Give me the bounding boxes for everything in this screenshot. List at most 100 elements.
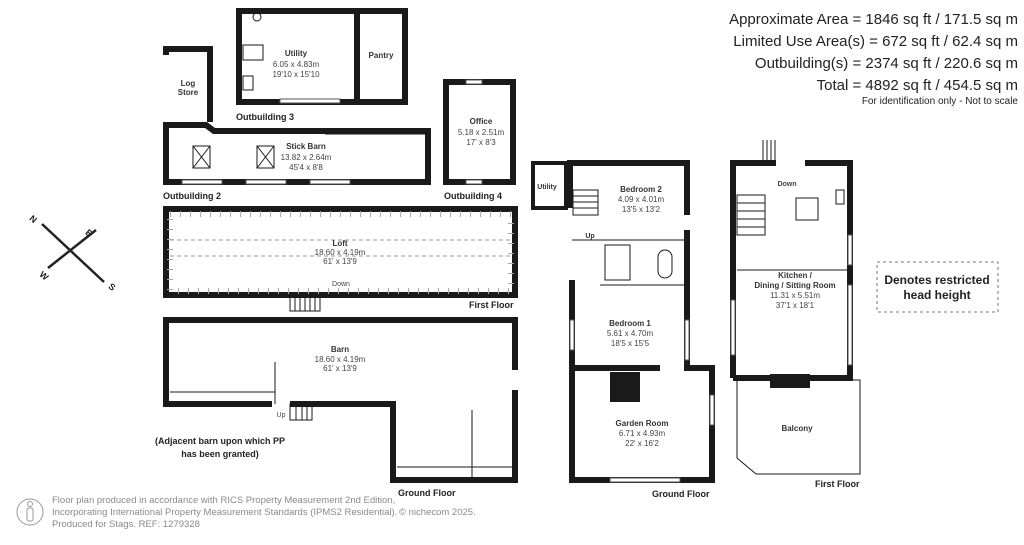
kitchen-down-label: Down bbox=[777, 181, 796, 188]
log-store-walls bbox=[163, 46, 213, 122]
log-store-label-2: Store bbox=[178, 88, 199, 97]
house-stairs-up-label: Up bbox=[585, 233, 594, 240]
barn-metric: 18.60 x 4.19m bbox=[315, 355, 366, 364]
loft-stairs-icon bbox=[289, 296, 321, 312]
outbuildings-area: Outbuilding(s) = 2374 sq ft / 220.6 sq m bbox=[755, 55, 1018, 72]
kitchen-label-2: Dining / Sitting Room bbox=[754, 281, 835, 290]
outbuilding-4-label: Outbuilding 4 bbox=[444, 191, 502, 201]
shower-icon bbox=[242, 44, 264, 61]
balcony-label: Balcony bbox=[781, 424, 813, 433]
compass-icon: N E S W bbox=[27, 213, 117, 293]
total-area: Total = 4892 sq ft / 454.5 sq m bbox=[817, 77, 1018, 94]
kitchen-metric: 11.31 x 5.51m bbox=[770, 291, 820, 300]
hob-icon bbox=[835, 189, 845, 205]
outbuilding-4: Office 5.18 x 2.51m 17' x 8'3 Outbuildin… bbox=[443, 79, 516, 201]
west-wall bbox=[569, 280, 616, 483]
window bbox=[245, 179, 287, 185]
utility-label: Utility bbox=[285, 49, 308, 58]
compass-n: N bbox=[27, 213, 38, 225]
footer-line-3: Produced for Stags. REF: 1279328 bbox=[52, 519, 200, 530]
kitchen-stairs-icon bbox=[736, 194, 766, 236]
house-first-floor: Down Kitchen / Dining / Sitting Room 11.… bbox=[730, 140, 861, 489]
loft-walls bbox=[163, 206, 518, 298]
ground-floor-label-house: Ground Floor bbox=[652, 489, 710, 499]
loft-label: Loft bbox=[332, 239, 347, 248]
copyright: © nichecom 2025. bbox=[399, 507, 476, 518]
area-summary: Approximate Area = 1846 sq ft / 171.5 sq… bbox=[729, 11, 1018, 107]
window bbox=[684, 319, 690, 361]
house-utility-label: Utility bbox=[537, 184, 557, 191]
adjacent-barn-note: (Adjacent barn upon which PP bbox=[155, 436, 285, 446]
office-imperial: 17' x 8'3 bbox=[466, 138, 496, 147]
bedroom-2-imperial: 13'5 x 13'2 bbox=[622, 205, 661, 214]
window bbox=[569, 319, 575, 351]
bedroom-1-metric: 5.61 x 4.70m bbox=[607, 329, 654, 338]
skylight-icon bbox=[192, 145, 211, 169]
office-metric: 5.18 x 2.51m bbox=[458, 128, 505, 137]
bedroom-1-imperial: 18'5 x 15'5 bbox=[611, 339, 650, 348]
footer-line-1: Floor plan produced in accordance with R… bbox=[52, 495, 395, 506]
adjacent-barn-note-2: has been granted) bbox=[181, 449, 259, 459]
garden-room-metric: 6.71 x 4.93m bbox=[619, 429, 666, 438]
window bbox=[847, 284, 853, 366]
balcony-outline bbox=[736, 379, 861, 475]
shower-room-icon bbox=[604, 244, 631, 281]
footer: Floor plan produced in accordance with R… bbox=[16, 495, 476, 530]
legend-text: Denotes restricted bbox=[884, 273, 989, 287]
bedroom-2-label: Bedroom 2 bbox=[620, 185, 662, 194]
loft-metric: 18.60 x 4.19m bbox=[315, 248, 366, 257]
window bbox=[181, 179, 223, 185]
first-floor-label-house: First Floor bbox=[815, 479, 860, 489]
sink-icon bbox=[242, 75, 254, 91]
utility-metric: 6.05 x 4.83m bbox=[273, 60, 320, 69]
fireplace-icon bbox=[770, 374, 810, 388]
barn-label: Barn bbox=[331, 345, 349, 354]
stick-barn-metric: 13.82 x 2.64m bbox=[281, 153, 332, 162]
bedroom-1-label: Bedroom 1 bbox=[609, 319, 651, 328]
legend-swatch bbox=[876, 261, 999, 313]
window bbox=[847, 234, 853, 266]
bath-icon bbox=[657, 249, 673, 279]
skylight-icon bbox=[256, 145, 275, 169]
barn-walls bbox=[163, 317, 518, 407]
bedroom-2-metric: 4.09 x 4.01m bbox=[618, 195, 665, 204]
barn: Barn 18.60 x 4.19m 61' x 13'9 Up (Adjace… bbox=[155, 317, 518, 498]
restricted-head-height-hatching bbox=[167, 211, 514, 294]
house-ground-floor: Utility Bedroom 2 4.09 x 4.01m 13'5 x 13… bbox=[531, 160, 715, 499]
restricted-head-height-legend: Denotes restricted head height bbox=[876, 261, 999, 313]
legend-text-2: head height bbox=[903, 288, 970, 302]
window bbox=[279, 98, 341, 104]
stick-barn-walls bbox=[163, 122, 431, 185]
barn-stairs-icon bbox=[289, 403, 313, 421]
house-utility-walls bbox=[531, 161, 568, 210]
kitchen-island-icon bbox=[795, 197, 819, 221]
barn-imperial: 61' x 13'9 bbox=[323, 364, 357, 373]
external-stairs-icon bbox=[762, 140, 776, 160]
outbuilding-2: Log Store Stick Barn 13.82 x 2.64m 45'4 … bbox=[163, 46, 431, 201]
bedroom-2-walls bbox=[567, 160, 690, 215]
first-floor-label-barn: First Floor bbox=[469, 300, 514, 310]
approximate-area: Approximate Area = 1846 sq ft / 171.5 sq… bbox=[729, 11, 1018, 28]
window bbox=[609, 477, 681, 483]
barn-up-label: Up bbox=[277, 412, 286, 419]
window bbox=[730, 299, 736, 356]
compass-w: W bbox=[37, 269, 50, 282]
stick-barn-imperial: 45'4 x 8'8 bbox=[289, 163, 323, 172]
loft: Loft 18.60 x 4.19m 61' x 13'9 Down First… bbox=[163, 206, 518, 312]
ground-floor-label-barn: Ground Floor bbox=[398, 488, 456, 498]
outbuilding-3: Utility 6.05 x 4.83m 19'10 x 15'10 Pantr… bbox=[236, 8, 408, 122]
stick-barn-label: Stick Barn bbox=[286, 142, 326, 151]
footer-line-2: Incorporating International Property Mea… bbox=[52, 507, 397, 518]
window bbox=[309, 179, 351, 185]
compass-e: E bbox=[83, 227, 94, 239]
person-icon bbox=[16, 498, 44, 526]
garden-room-imperial: 22' x 16'2 bbox=[625, 439, 659, 448]
fireplace-icon bbox=[610, 372, 640, 402]
outbuilding-2-label: Outbuilding 2 bbox=[163, 191, 221, 201]
house-stairs-icon bbox=[572, 189, 599, 216]
window bbox=[709, 394, 715, 426]
limited-use-area: Limited Use Area(s) = 672 sq ft / 62.4 s… bbox=[733, 33, 1018, 50]
scale-note: For identification only - Not to scale bbox=[862, 96, 1019, 107]
garden-room-label: Garden Room bbox=[616, 419, 669, 428]
